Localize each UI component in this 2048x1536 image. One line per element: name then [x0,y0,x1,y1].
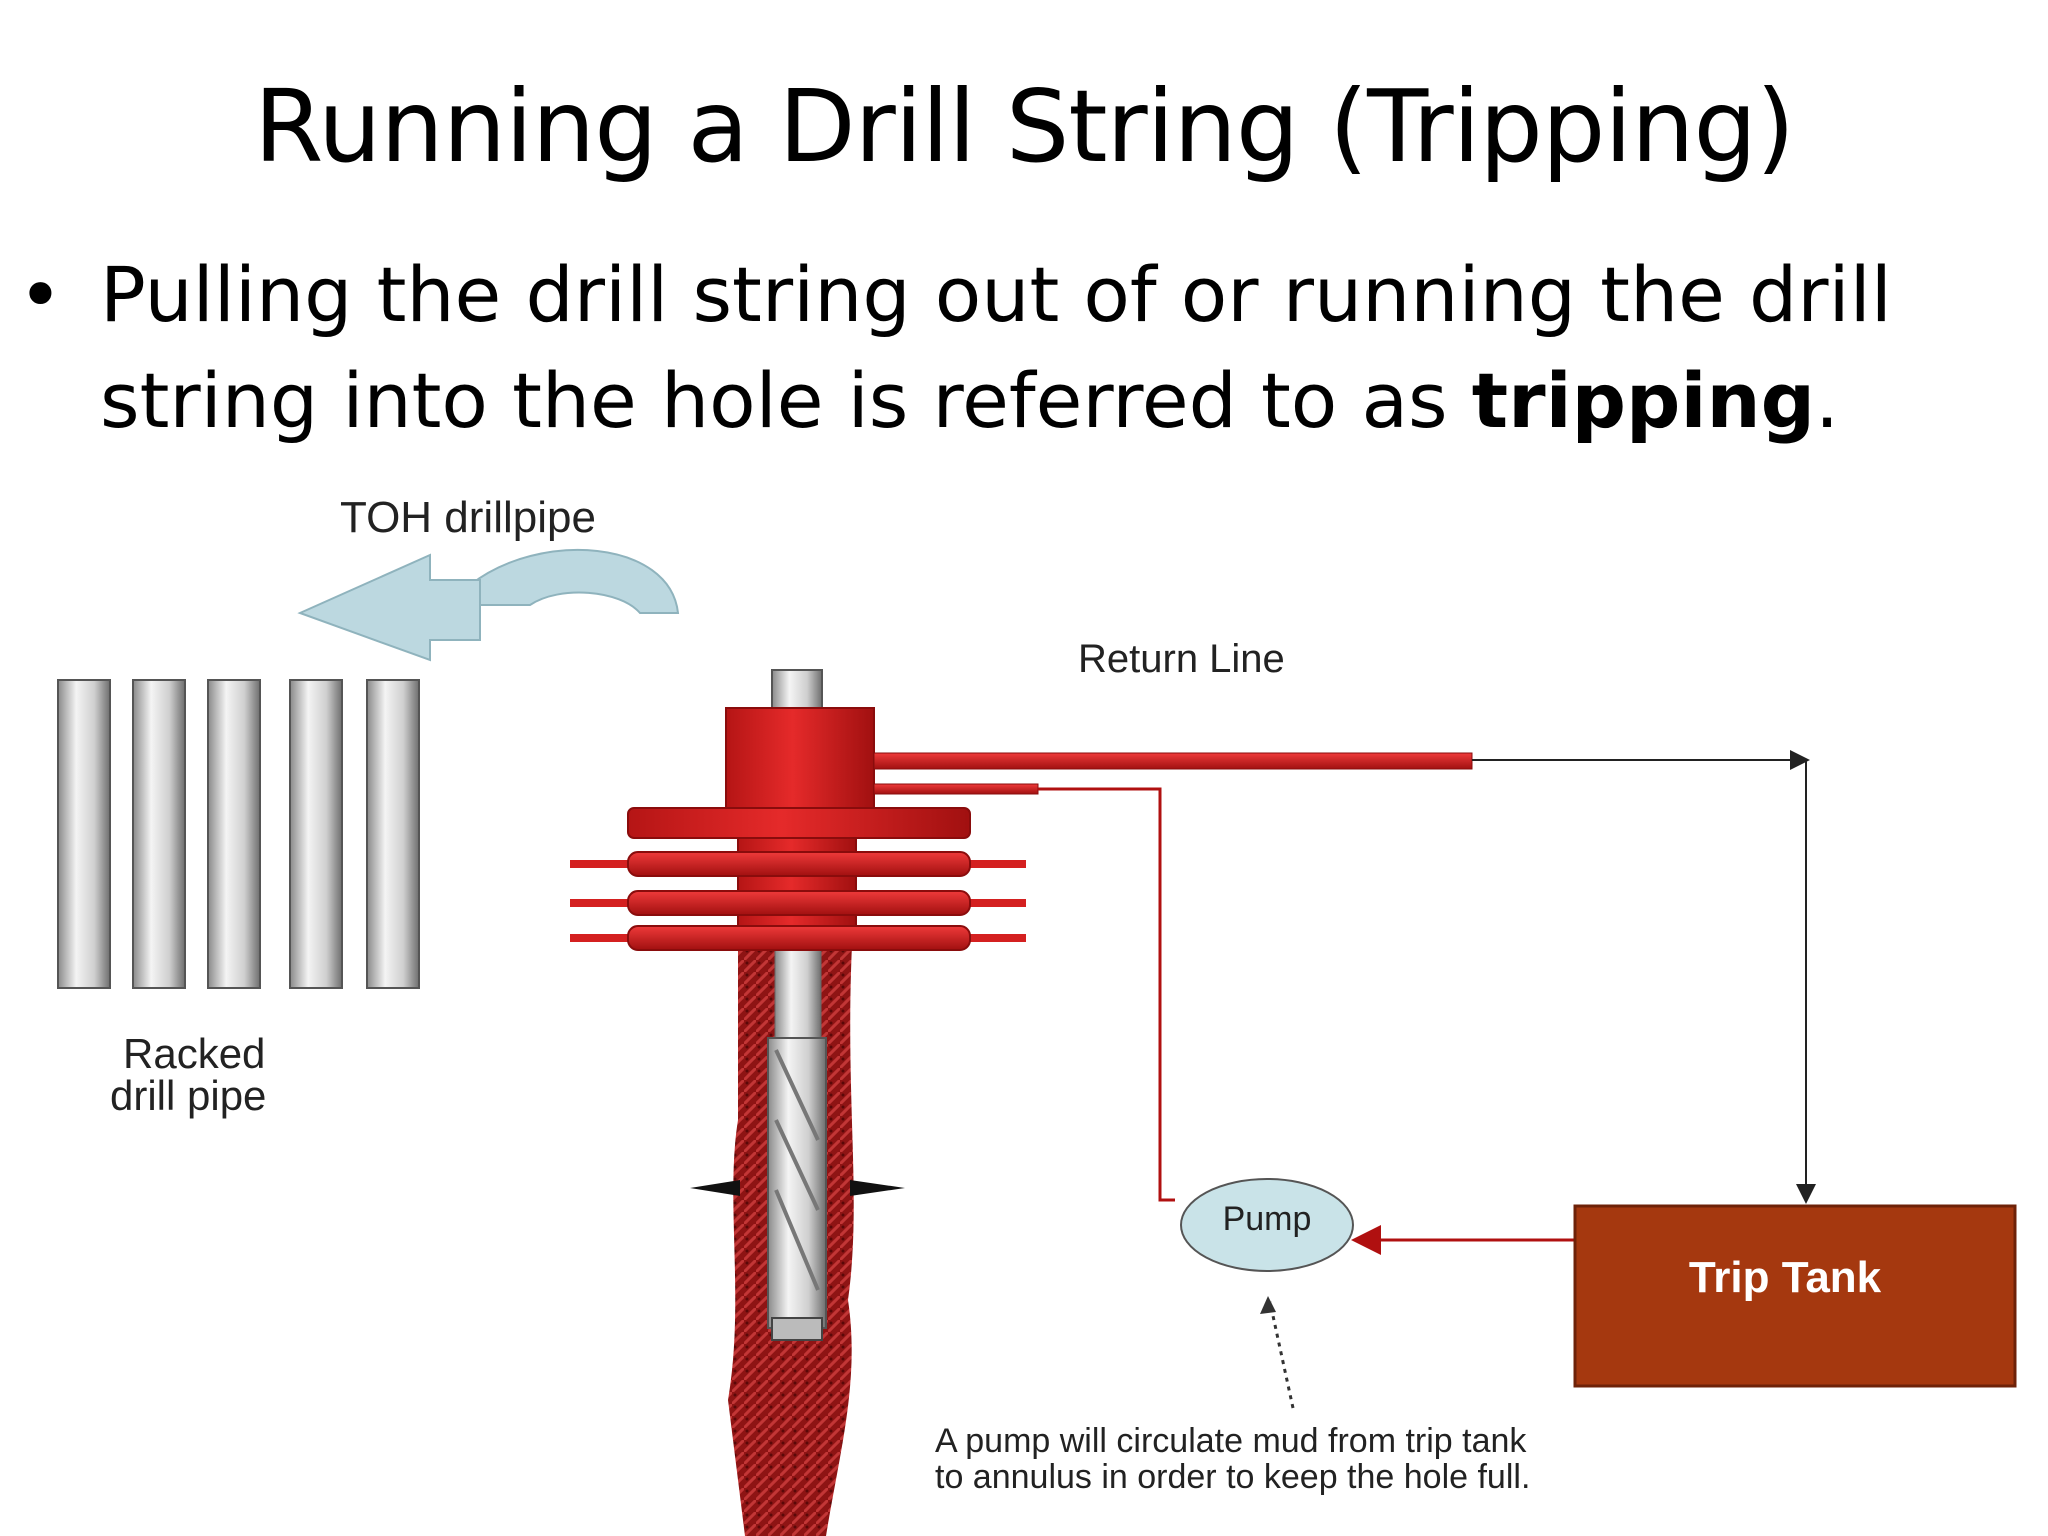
racked-pipe [207,679,261,989]
flow-marker-right-icon [850,1180,905,1196]
top-pipe-stub [771,669,823,711]
drill-pipe-in-hole [774,939,822,1041]
note-line2: to annulus in order to keep the hole ful… [935,1458,1530,1496]
pump-label: Pump [1223,1200,1312,1238]
bop-ram [627,925,971,951]
racked-pipe [366,679,420,989]
fill-line-stub [873,783,1039,795]
drill-bit [771,1317,823,1341]
note-line1: A pump will circulate mud from trip tank [935,1422,1527,1460]
racked-pipe [289,679,343,989]
bop-ram [627,851,971,877]
bullet-bold-term: tripping [1471,356,1816,445]
racked-drill-pipes [57,679,420,989]
bop-rams [570,851,1026,951]
toh-curved-arrow-icon [469,549,680,614]
bop-flange [627,807,971,839]
toh-arrow-head-icon [297,553,481,662]
racked-label-line1: Racked [123,1030,265,1077]
drill-collar-spiral [774,1049,820,1291]
bullet-text: Pulling the drill string out of or runni… [100,242,2000,454]
racked-label-line2: drill pipe [110,1072,266,1119]
drill-collar [767,1037,827,1329]
return-line-pipe [873,752,1473,770]
slide-title: Running a Drill String (Tripping) [254,68,1795,185]
trip-tank-label: Trip Tank [1689,1253,1882,1302]
bullet-text-before: Pulling the drill string out of or runni… [100,250,1892,445]
flow-marker-left-icon [690,1180,740,1196]
fill-line [1038,787,1175,1202]
bullet-text-after: . [1815,356,1840,445]
racked-pipe [57,679,111,989]
bop-ram [627,890,971,916]
bop-upper-body [725,707,875,811]
trip-tank [1573,1204,2017,1388]
note-pointer-head-icon [1260,1296,1276,1314]
note-pointer [1268,1301,1295,1409]
racked-pipe [132,679,186,989]
return-line-label: Return Line [1078,637,1285,681]
bullet-marker: • [18,250,63,339]
toh-drillpipe-label: TOH drillpipe [340,493,596,542]
